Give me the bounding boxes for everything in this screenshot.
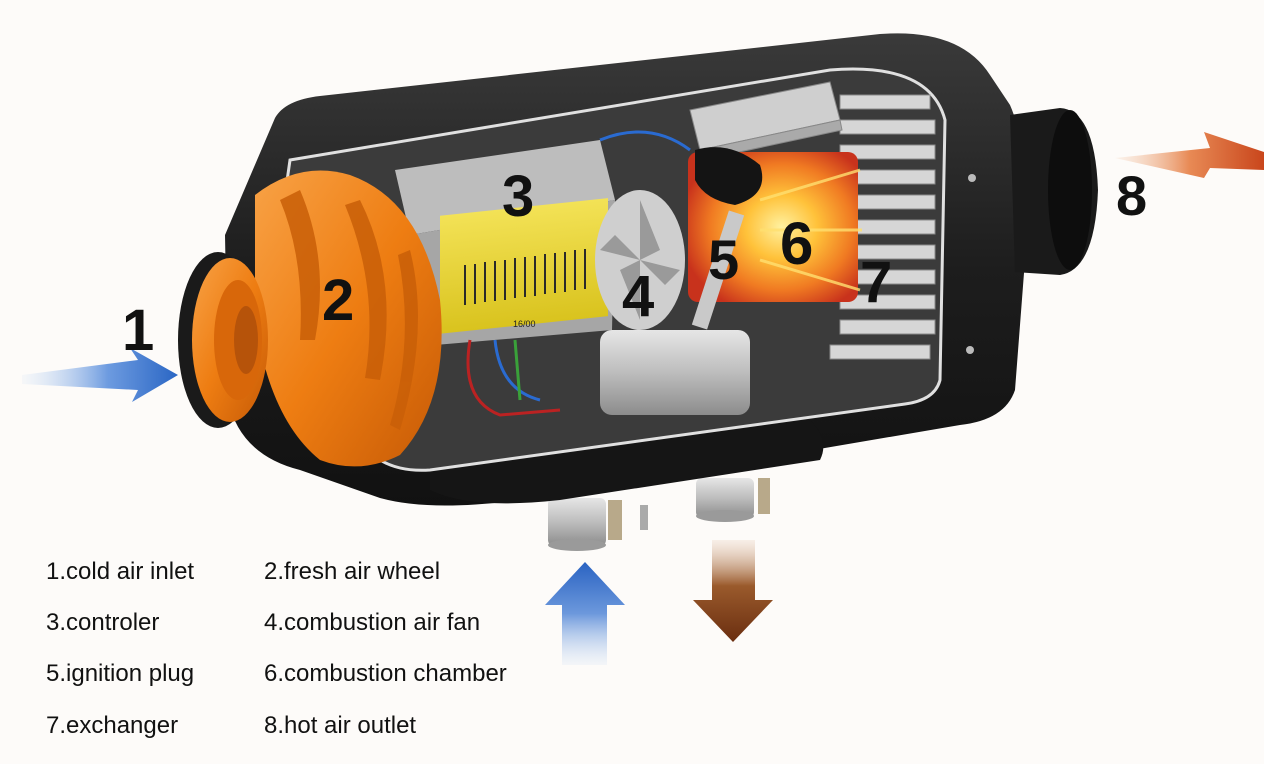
marker-combustion-chamber: 6 <box>780 210 814 277</box>
fresh-air-wheel <box>255 170 442 467</box>
cold-air-inlet <box>178 252 268 428</box>
marker-exchanger: 7 <box>860 250 893 315</box>
device-label: 16/00 <box>513 319 536 329</box>
legend-item-controller: 3.controler <box>46 609 160 636</box>
cold-air-inlet-arrow <box>22 348 178 402</box>
marker-fresh-air-wheel: 2 <box>322 268 355 333</box>
ignition-plug <box>691 147 763 330</box>
legend-item-ignition-plug: 5.ignition plug <box>46 660 195 687</box>
marker-ignition-plug: 5 <box>708 228 740 291</box>
exhaust-arrow <box>693 540 773 642</box>
marker-combustion-air-fan: 4 <box>622 264 655 329</box>
marker-hot-air-outlet: 8 <box>1116 164 1148 227</box>
marker-cold-air-inlet: 1 <box>122 298 155 363</box>
legend-item-fresh-air-wheel: 2.fresh air wheel <box>264 558 441 585</box>
legend-item-cold-air-inlet: 1.cold air inlet <box>46 558 195 585</box>
legend-item-exchanger: 7.exchanger <box>46 712 179 739</box>
combustion-air-fan <box>595 190 685 330</box>
legend-item-combustion-chamber: 6.combustion chamber <box>264 660 507 687</box>
legend-item-combustion-air-fan: 4.combustion air fan <box>264 609 481 636</box>
legend-item-hot-air-outlet: 8.hot air outlet <box>264 712 417 739</box>
bottom-pipes <box>548 478 770 551</box>
hot-air-outlet-arrow <box>1115 132 1264 178</box>
cutaway-interior <box>255 67 947 472</box>
combustion-air-intake-arrow <box>545 562 625 665</box>
marker-controller: 3 <box>502 164 535 229</box>
motor <box>600 330 750 415</box>
heat-exchanger-fins <box>829 94 936 360</box>
controller-unit <box>395 130 691 417</box>
